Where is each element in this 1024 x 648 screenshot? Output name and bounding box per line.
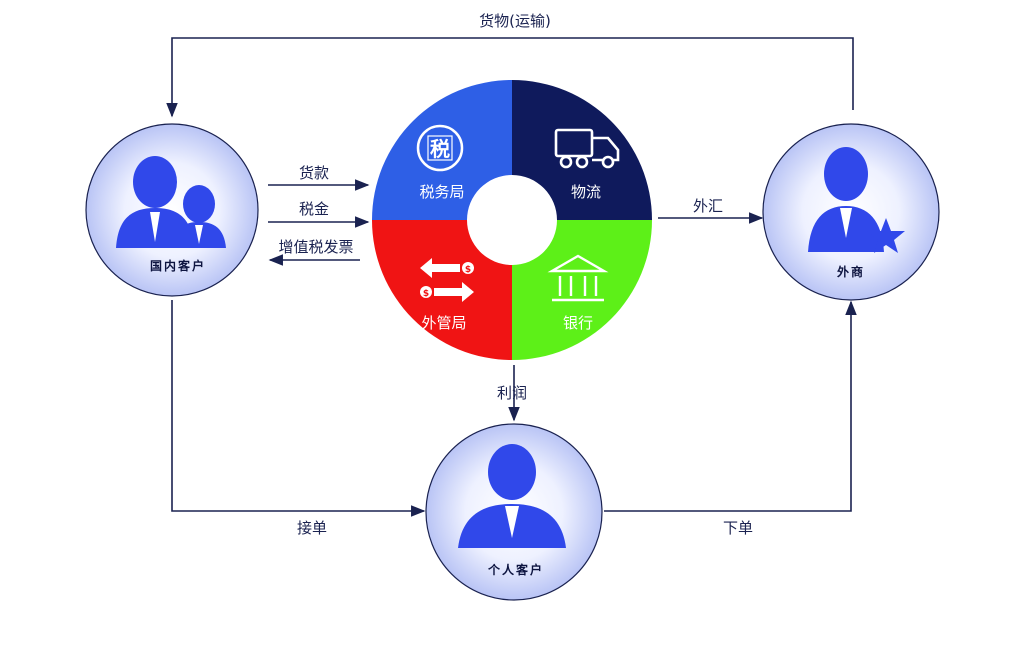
domestic-customer-node: 国内客户 [85, 123, 259, 297]
hub-segment-bank [512, 220, 652, 360]
svg-text:$: $ [423, 289, 429, 299]
accept-order-arrow [171, 300, 426, 517]
goods-transport-label: 货物(运输) [479, 12, 551, 30]
tax-label: 税金 [299, 200, 329, 218]
tax-bureau-label: 税务局 [419, 183, 464, 201]
place-order-label: 下单 [723, 519, 753, 537]
vat-invoice-label: 增值税发票 [278, 238, 353, 256]
tax-seal-glyph: 税 [430, 137, 450, 161]
person-icon [458, 444, 566, 548]
two-people-icon [116, 156, 226, 248]
foreign-merchant-label: 外商 [837, 264, 865, 279]
foreign-exchange-label: 外汇 [693, 197, 723, 215]
connector-lines [166, 37, 857, 517]
place-order-arrow [604, 300, 857, 512]
tax-seal-icon: 税 [416, 124, 464, 172]
hub-segment-logistics [512, 80, 652, 220]
domestic-customer-label: 国内客户 [150, 258, 206, 273]
svg-text:$: $ [465, 265, 471, 275]
hub-ring: 税 税务局 物流 $ $ 外管局 [372, 80, 652, 360]
individual-customer-label: 个人客户 [487, 562, 544, 577]
bank-icon [547, 254, 609, 302]
hub-segment-tax-bureau [372, 80, 512, 220]
logistics-label: 物流 [571, 183, 601, 201]
bank-label: 银行 [563, 314, 593, 332]
profit-label: 利润 [497, 384, 527, 402]
payment-label: 货款 [299, 164, 329, 182]
individual-customer-node: 个人客户 [425, 423, 603, 601]
goods-transport-arrow [166, 37, 854, 118]
accept-order-label: 接单 [297, 519, 327, 537]
foreign-merchant-node: 外商 [762, 123, 940, 301]
forex-bureau-label: 外管局 [421, 314, 466, 332]
businessman-star-icon [808, 147, 905, 253]
exchange-arrows-icon: $ $ [420, 258, 474, 302]
truck-icon [554, 128, 620, 169]
